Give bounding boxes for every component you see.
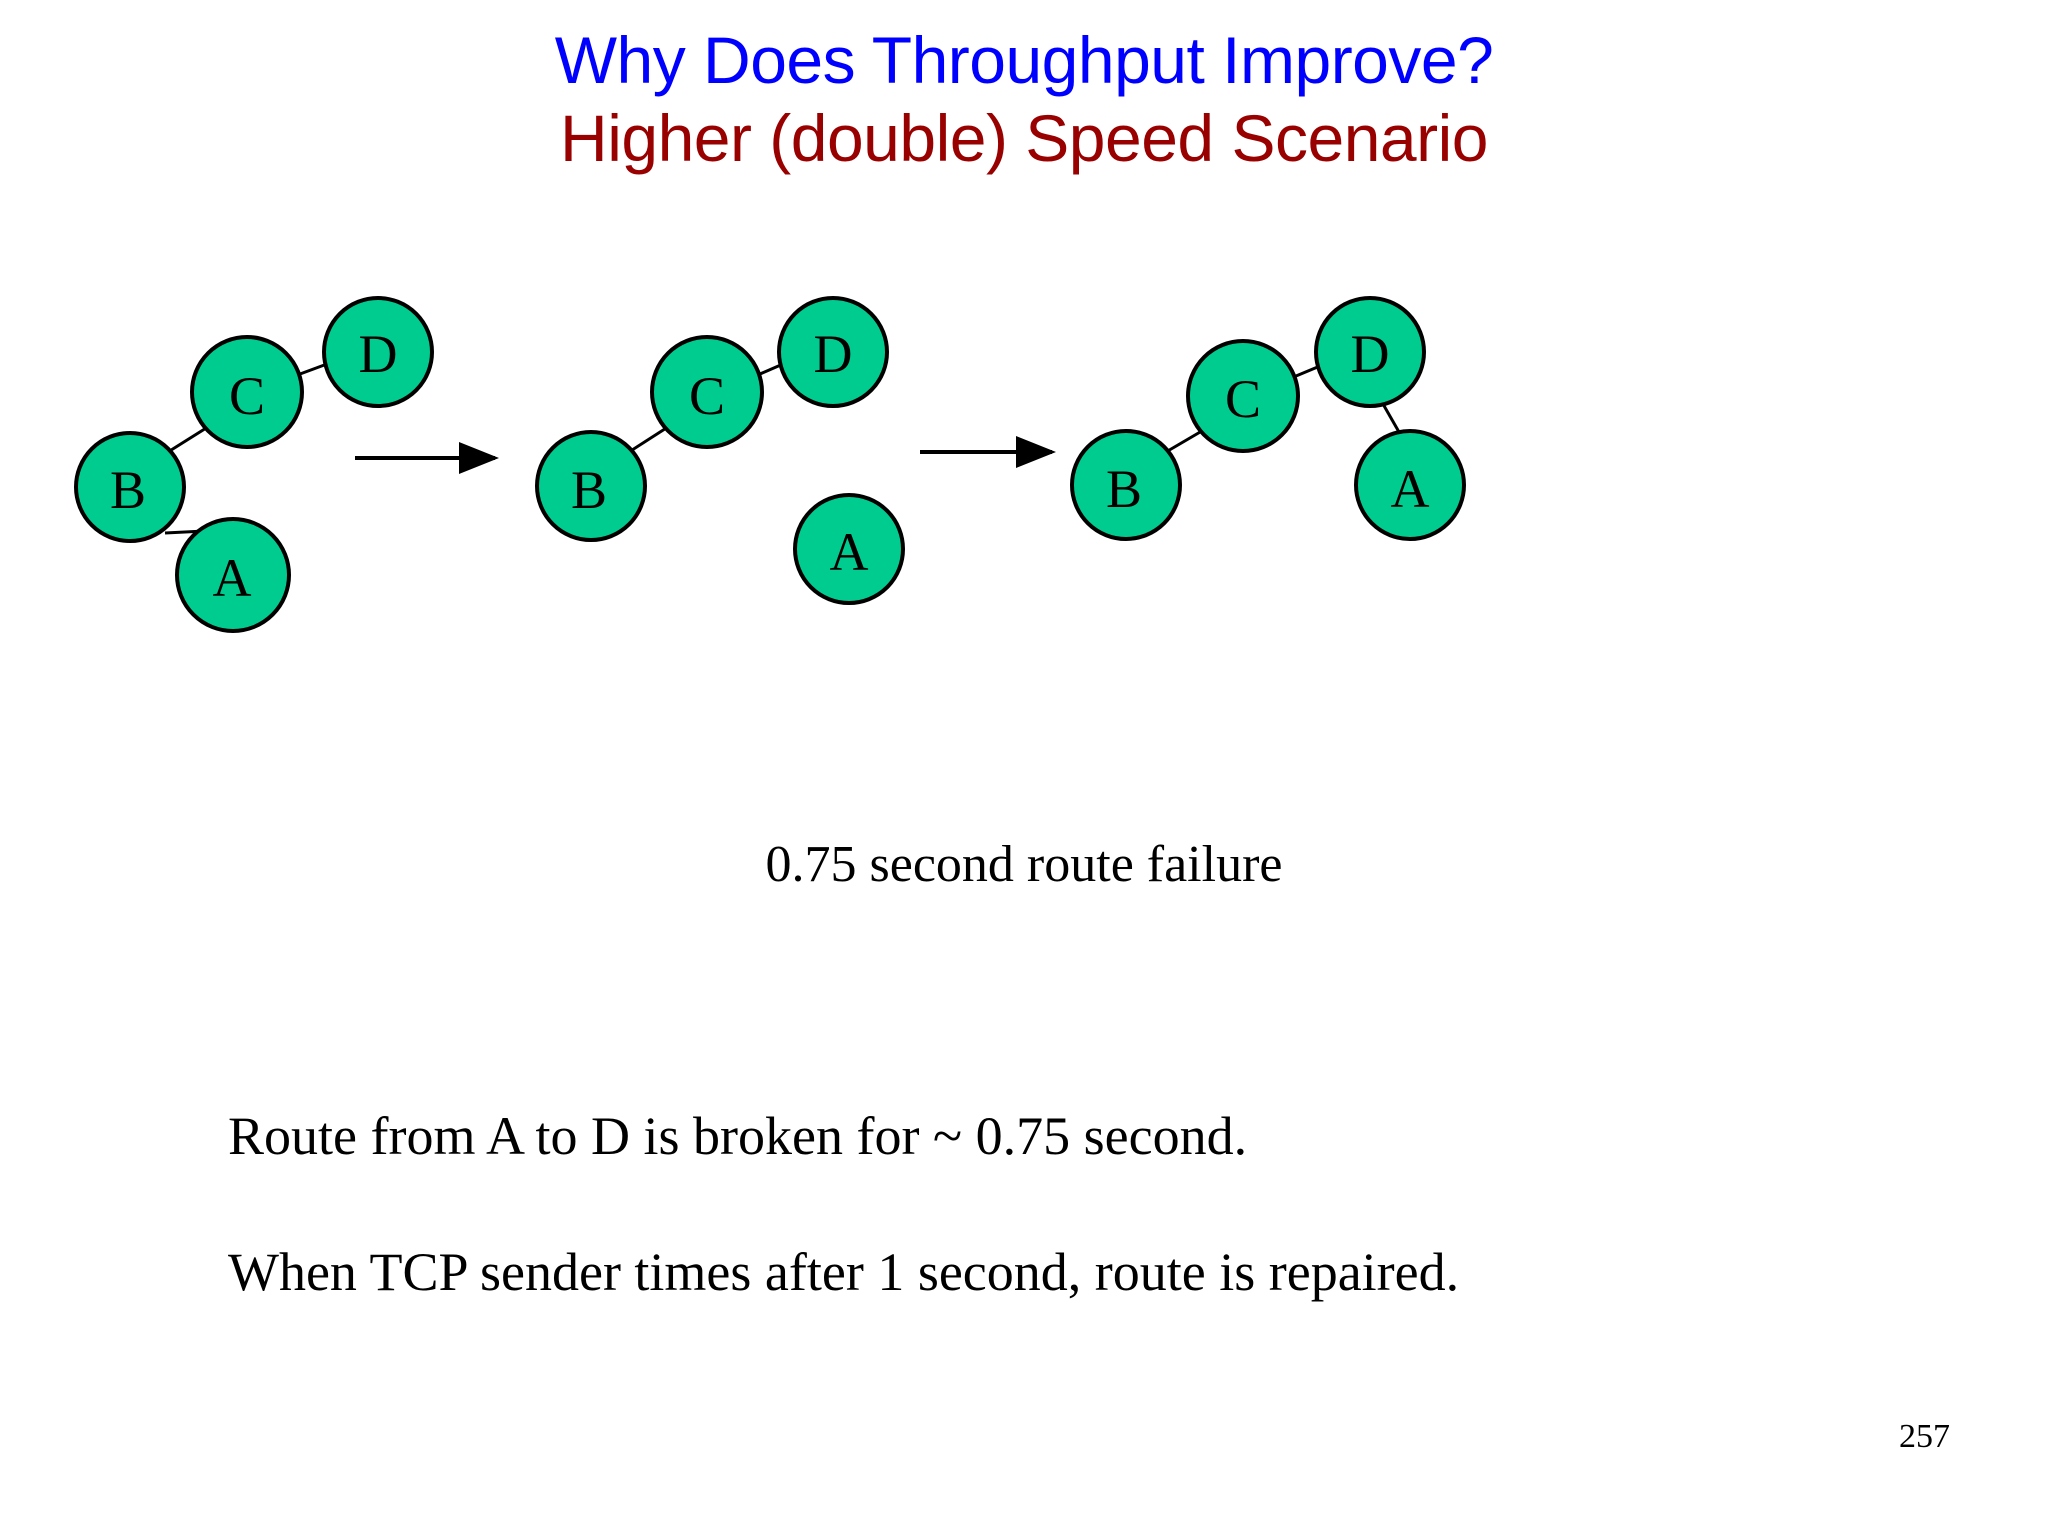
body-line-2: When TCP sender times after 1 second, ro…	[228, 1242, 1460, 1302]
page-number: 257	[1899, 1418, 1950, 1455]
body-text: Route from A to D is broken for ~ 0.75 s…	[228, 1105, 1928, 1377]
node-c[interactable]	[190, 335, 304, 449]
body-line-1: Route from A to D is broken for ~ 0.75 s…	[228, 1106, 1248, 1166]
node-b[interactable]	[535, 430, 647, 542]
node-d-label: D	[1351, 324, 1390, 384]
node-b[interactable]	[74, 431, 186, 543]
node-c-label: C	[689, 366, 725, 426]
page-title: Why Does Throughput Improve?	[554, 23, 1494, 97]
node-c-label: C	[1225, 369, 1261, 429]
node-b-label: B	[1106, 459, 1142, 519]
failure-caption: 0.75 second route failure	[765, 836, 1283, 893]
stage-3-repaired-route: D C B A	[1070, 296, 1466, 541]
node-d-label: D	[359, 324, 398, 384]
edge-c-d	[299, 362, 328, 376]
node-c[interactable]	[1186, 339, 1300, 453]
node-a-reattached[interactable]	[1354, 429, 1466, 541]
node-b-label: B	[110, 460, 146, 520]
node-a-detached[interactable]	[793, 493, 905, 605]
page-subtitle: Higher (double) Speed Scenario	[560, 100, 1488, 175]
network-topology-diagram: D C B A D C B A	[0, 255, 2048, 675]
edge-d-a	[1381, 403, 1401, 433]
node-c-label: C	[229, 366, 265, 426]
stage-1-intact-route: D C B A	[74, 296, 434, 633]
edge-b-c	[167, 423, 212, 454]
node-b[interactable]	[1070, 429, 1182, 541]
node-d[interactable]	[777, 296, 889, 408]
edge-c-d	[1295, 364, 1321, 378]
edge-b-c	[628, 423, 672, 454]
node-b-label: B	[571, 460, 607, 520]
node-d[interactable]	[322, 296, 434, 408]
topology-svg: D C B A D C B A	[74, 296, 1466, 633]
node-d[interactable]	[1314, 296, 1426, 408]
node-a-label: A	[213, 548, 252, 608]
node-a[interactable]	[175, 517, 291, 633]
title-block: Why Does Throughput Improve? Higher (dou…	[0, 23, 2048, 175]
node-a-label: A	[830, 522, 869, 582]
node-c[interactable]	[650, 335, 764, 449]
node-a-label: A	[1391, 459, 1430, 519]
stage-2-broken-route: D C B A	[535, 296, 905, 605]
node-d-label: D	[814, 324, 853, 384]
